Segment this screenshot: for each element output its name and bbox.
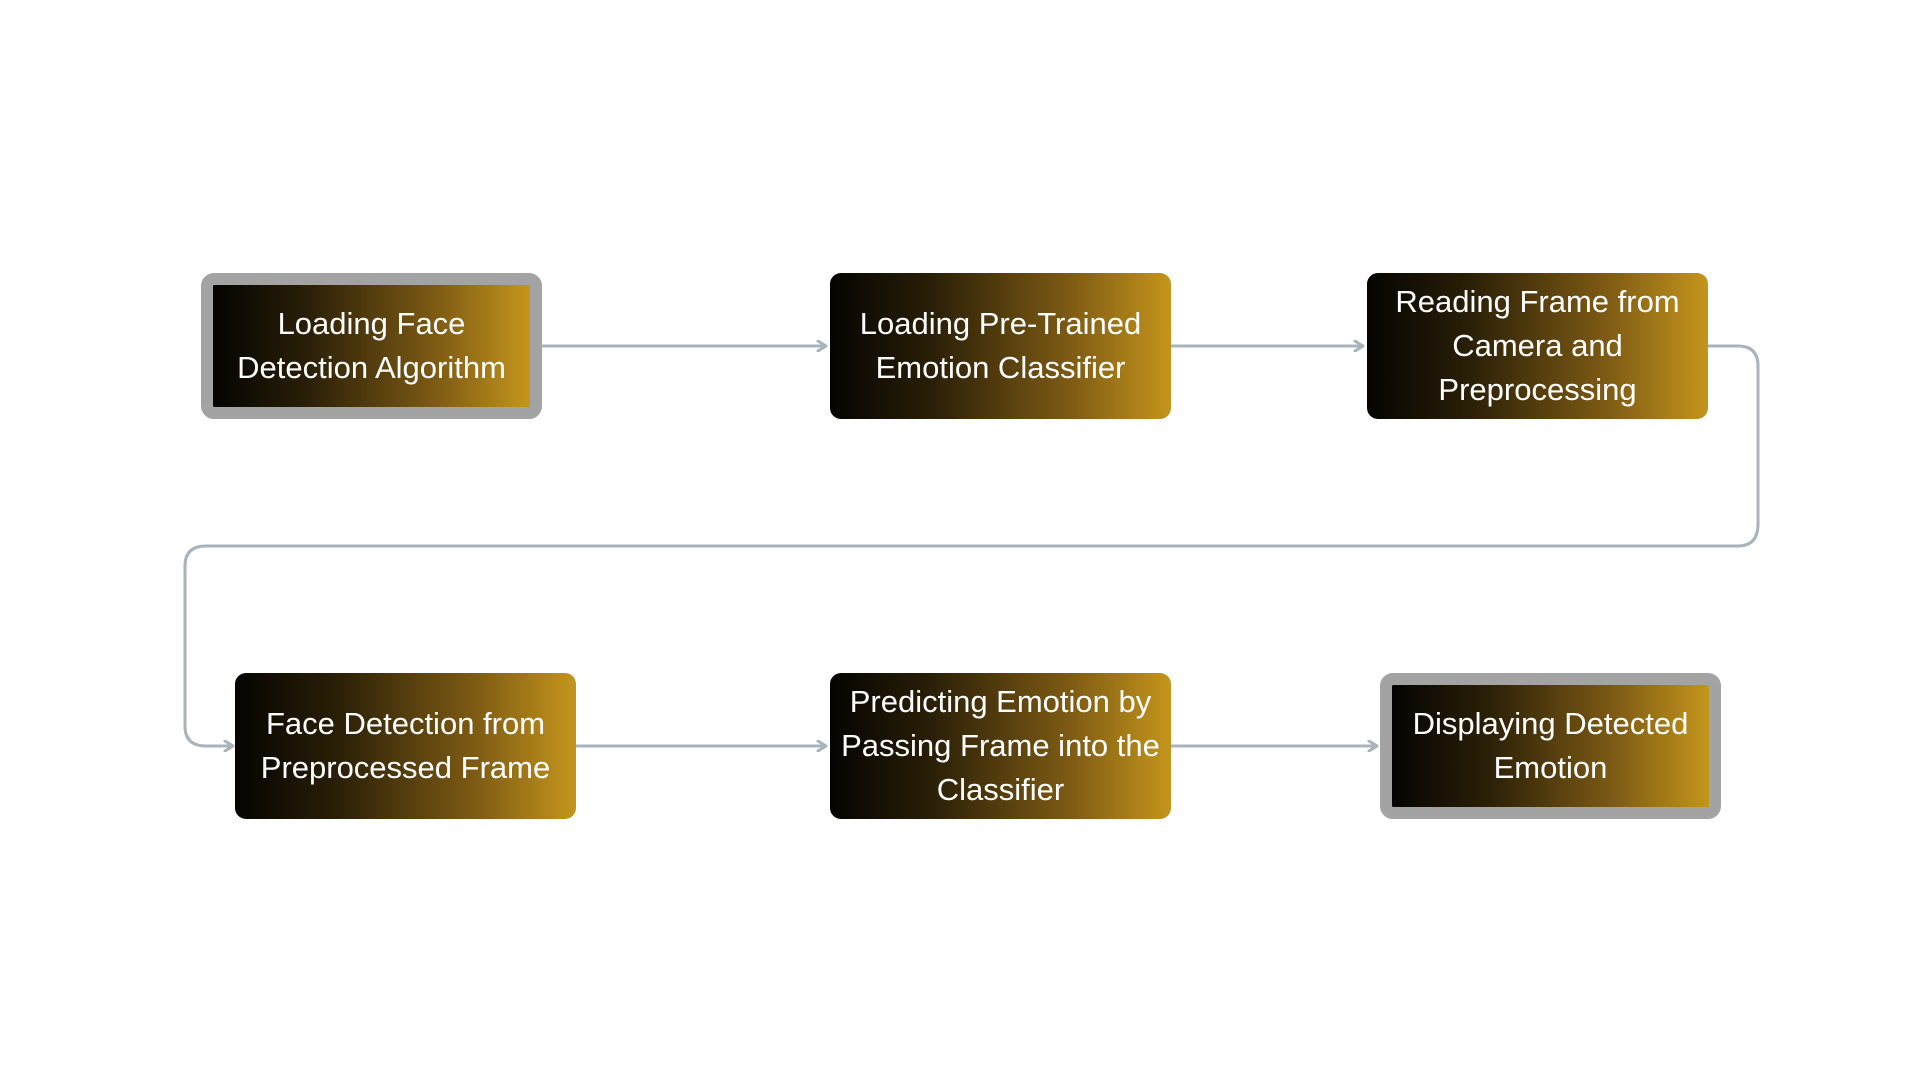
node-label: Displaying Detected Emotion [1412,706,1689,785]
node-label: Predicting Emotion by Passing Frame into… [841,684,1160,807]
node-face-detection: Face Detection from Preprocessed Frame [235,673,576,819]
node-predicting-emotion: Predicting Emotion by Passing Frame into… [830,673,1171,819]
node-reading-frame: Reading Frame from Camera and Preprocess… [1367,273,1708,419]
node-label: Reading Frame from Camera and Preprocess… [1395,284,1680,407]
node-displaying-emotion: Displaying Detected Emotion [1380,673,1721,819]
node-label: Loading Face Detection Algorithm [237,306,506,385]
node-label: Loading Pre-Trained Emotion Classifier [859,306,1142,385]
node-loading-emotion-classifier: Loading Pre-Trained Emotion Classifier [830,273,1171,419]
node-label: Face Detection from Preprocessed Frame [260,706,551,785]
edge-n3-n4 [183,344,1760,746]
node-loading-face-detection: Loading Face Detection Algorithm [201,273,542,419]
